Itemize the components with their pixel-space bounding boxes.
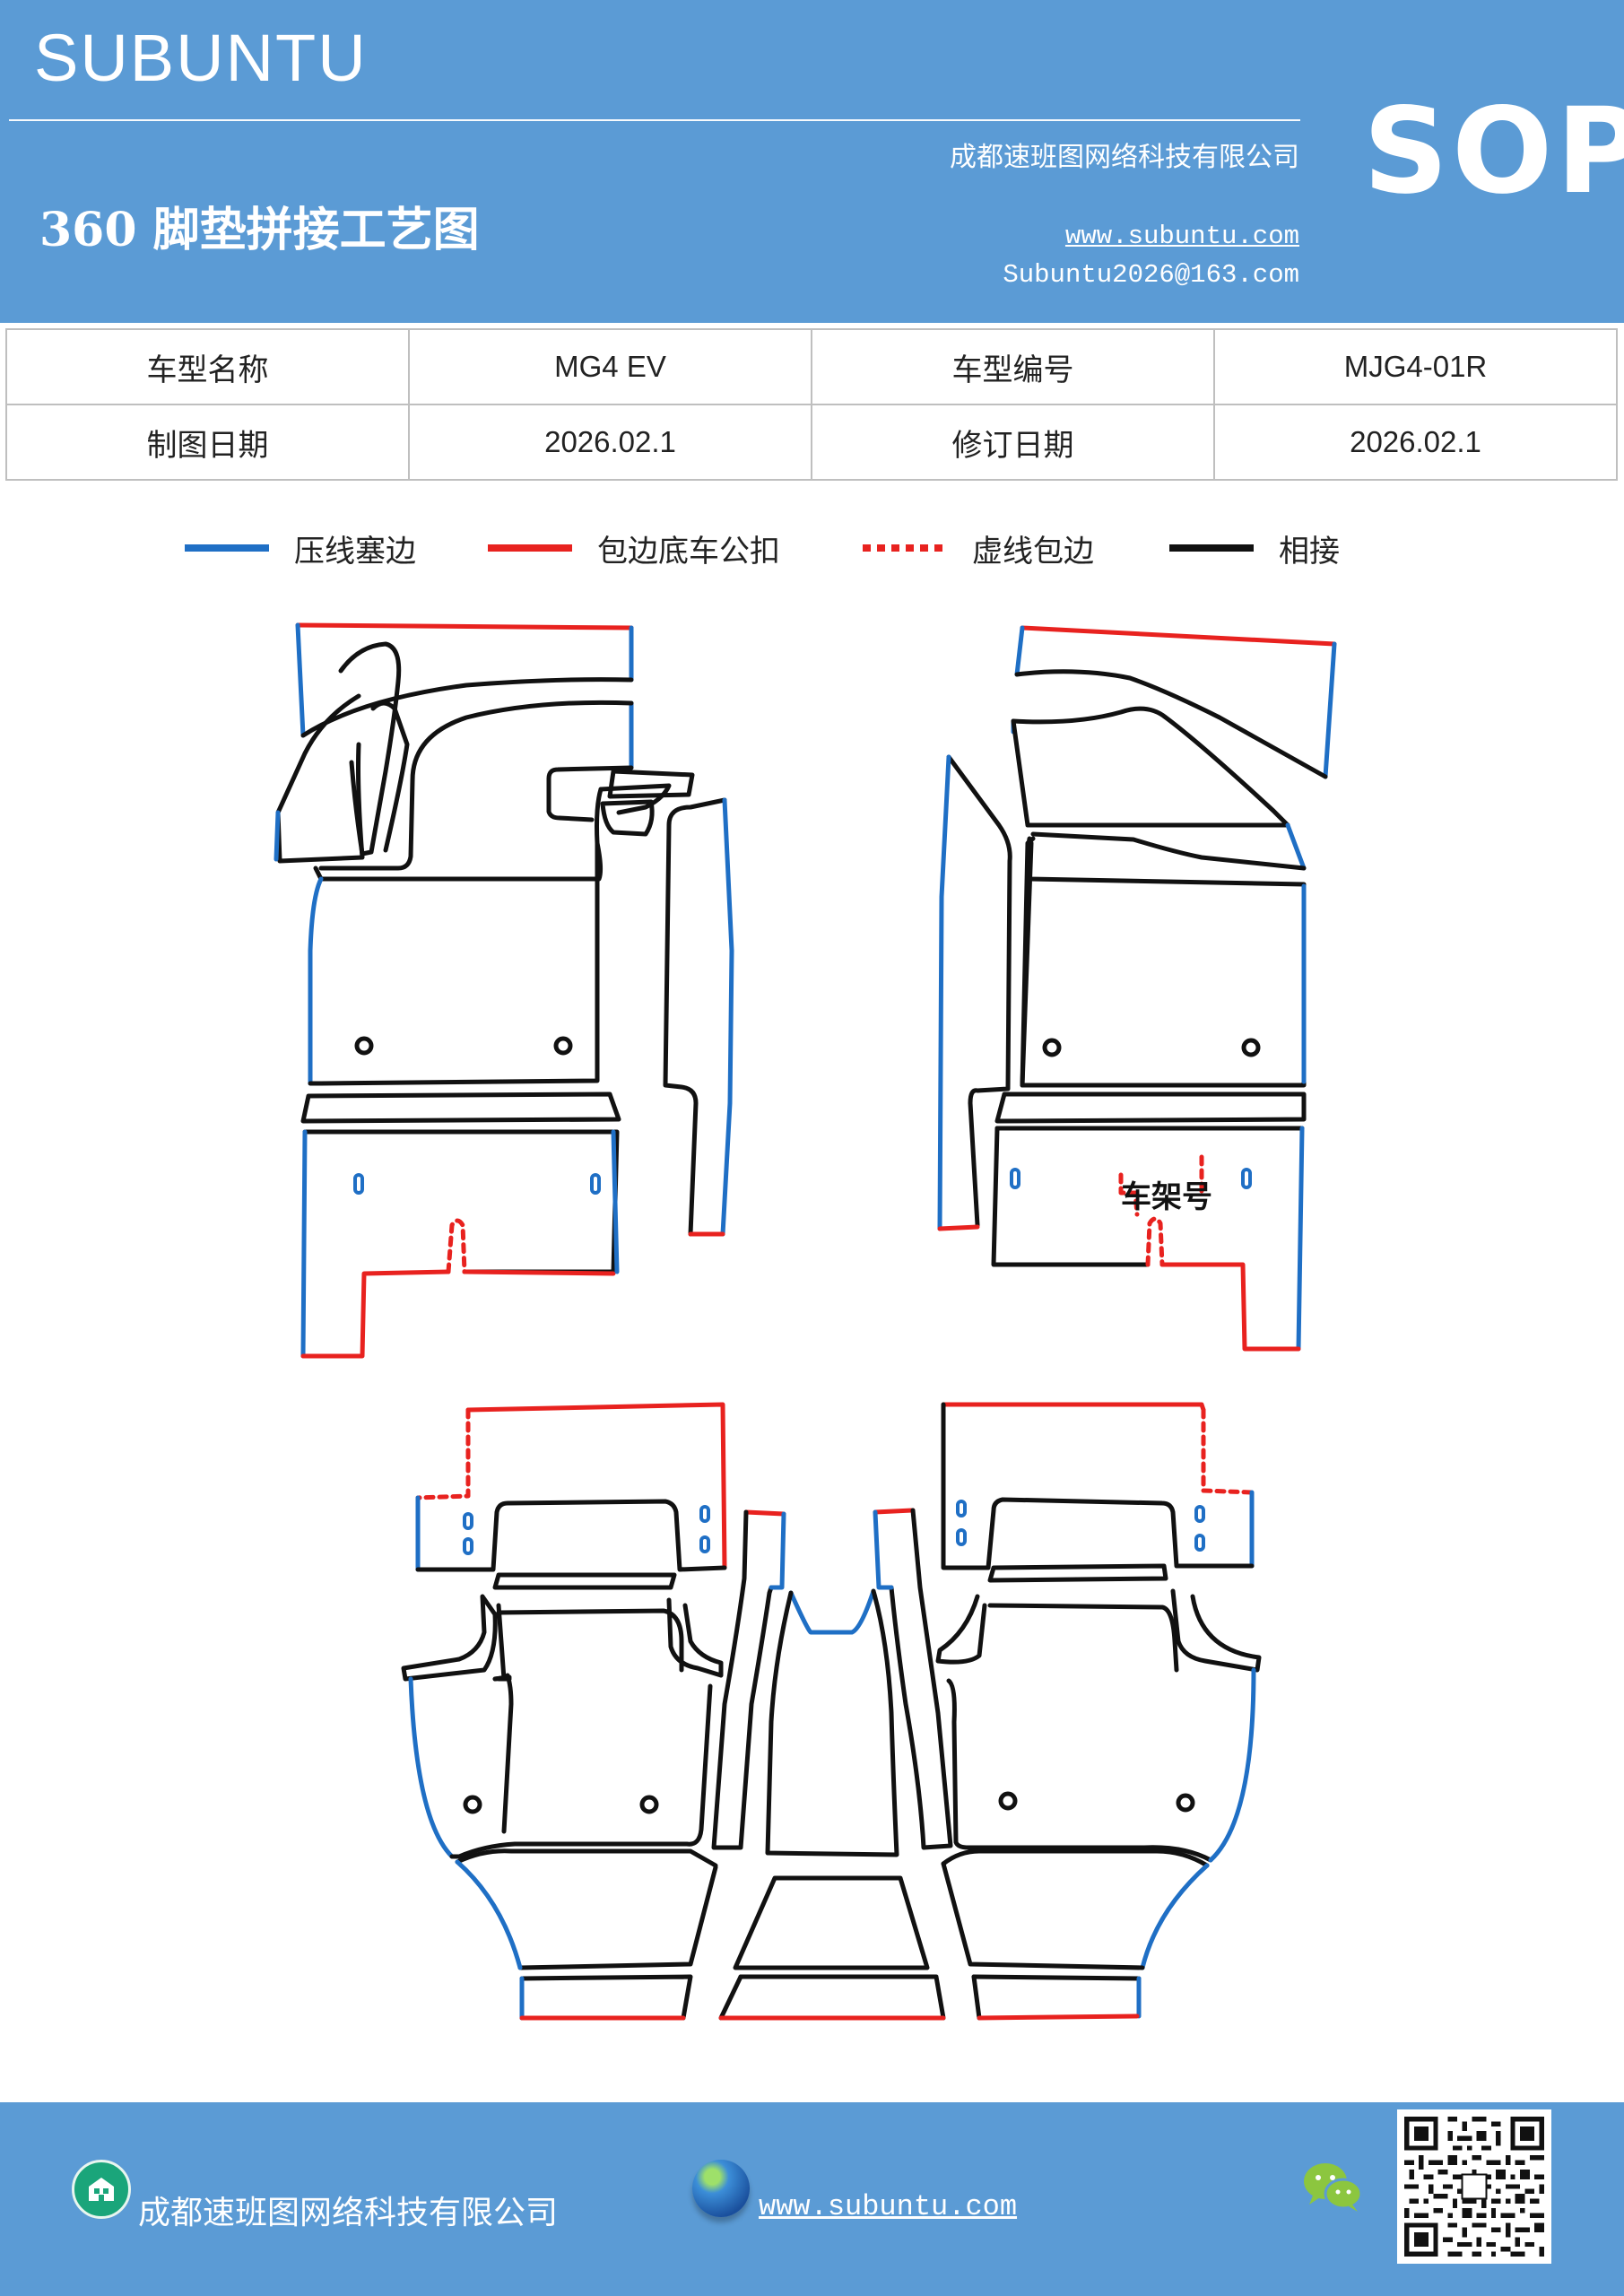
header-divider <box>9 119 1300 121</box>
legend-item-press-line: 压线塞边 <box>185 526 416 570</box>
driver-front-mat <box>274 622 734 1359</box>
legend-label: 包边底车公扣 <box>597 533 780 570</box>
legend-label: 虚线包边 <box>972 533 1094 570</box>
passenger-front-mat: 车架号 <box>937 625 1337 1352</box>
drawing-date-value: 2026.02.1 <box>408 404 812 481</box>
frame-number-label: 车架号 <box>1121 1179 1212 1215</box>
revision-date-label: 修订日期 <box>811 404 1215 481</box>
model-name-label: 车型名称 <box>5 328 410 405</box>
qr-code-image <box>1404 2117 1544 2257</box>
legend-swatch-blue <box>185 544 269 552</box>
model-code-label: 车型编号 <box>811 328 1215 405</box>
legend-item-dotted-wrap: 虚线包边 <box>863 526 1094 570</box>
table-row: 车型名称 MG4 EV 车型编号 MJG4-01R <box>5 328 1618 405</box>
table-row: 制图日期 2026.02.1 修订日期 2026.02.1 <box>5 404 1618 481</box>
rear-middle-mat <box>718 1588 946 2021</box>
website-link[interactable]: www.subuntu.com <box>1064 222 1299 251</box>
footer-company-name: 成都速班图网络科技有限公司 <box>138 2195 559 2231</box>
legend-item-joint: 相接 <box>1169 526 1340 570</box>
contact-email[interactable]: Subuntu2026@163.com <box>1003 260 1299 290</box>
globe-icon <box>692 2160 750 2217</box>
legend-item-edge-wrap: 包边底车公扣 <box>488 526 780 570</box>
company-name: 成都速班图网络科技有限公司 <box>950 142 1299 173</box>
building-icon <box>72 2160 131 2219</box>
model-name-value: MG4 EV <box>408 328 812 405</box>
legend-label: 压线塞边 <box>294 533 416 570</box>
vehicle-info-table: 车型名称 MG4 EV 车型编号 MJG4-01R 制图日期 2026.02.1… <box>5 328 1618 481</box>
sop-label: SOP <box>1363 83 1624 221</box>
document-title: 360 脚垫拼接工艺图 <box>39 203 480 257</box>
rear-left-mat <box>401 1402 786 2021</box>
footer-website-link[interactable]: www.subuntu.com <box>759 2190 1018 2223</box>
legend-swatch-red <box>488 544 572 552</box>
brand-name: SUBUNTU <box>34 21 368 95</box>
qr-code[interactable] <box>1397 2109 1551 2264</box>
wechat-icon[interactable] <box>1300 2160 1365 2213</box>
legend-swatch-black <box>1169 544 1254 552</box>
building-icon-glyph <box>89 2178 114 2201</box>
legend-label: 相接 <box>1279 533 1340 570</box>
rear-right-mat <box>873 1402 1262 2021</box>
revision-date-value: 2026.02.1 <box>1213 404 1618 481</box>
drawing-date-label: 制图日期 <box>5 404 410 481</box>
legend-swatch-dotted-red <box>863 544 947 552</box>
header-banner <box>0 0 1624 323</box>
model-code-value: MJG4-01R <box>1213 328 1618 405</box>
